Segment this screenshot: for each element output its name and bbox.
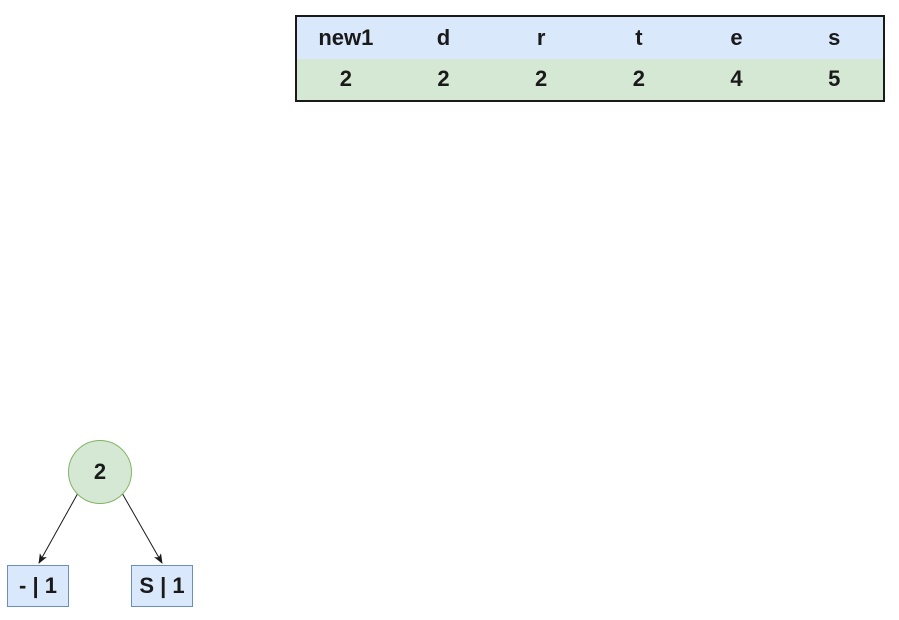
header-cell-e: e <box>730 24 743 50</box>
header-cell-r: r <box>536 24 546 50</box>
value-cell-s: 5 <box>828 66 841 92</box>
frequency-table-value-row: 2 2 2 2 4 5 <box>297 58 883 100</box>
value-cell-d: 2 <box>437 66 450 92</box>
header-cell-new1: new1 <box>318 24 374 50</box>
header-cell-s: s <box>828 24 841 50</box>
value-cell-r: 2 <box>535 66 548 92</box>
tree-root-node: 2 <box>68 440 132 504</box>
frequency-table-header-row: new1 d r t e s <box>297 17 883 59</box>
value-cell-t: 2 <box>632 66 645 92</box>
edge-root-to-left-leaf <box>38 492 79 564</box>
frequency-table: new1 d r t e s 2 2 2 2 4 5 <box>295 15 885 102</box>
tree-leaf-s: S | 1 <box>131 565 193 607</box>
header-cell-t: t <box>635 24 643 50</box>
header-cell-d: d <box>436 24 451 50</box>
tree-leaf-dash: - | 1 <box>7 565 69 607</box>
edge-root-to-right-leaf <box>121 492 163 564</box>
value-cell-new1: 2 <box>339 66 352 92</box>
value-cell-e: 4 <box>730 66 743 92</box>
